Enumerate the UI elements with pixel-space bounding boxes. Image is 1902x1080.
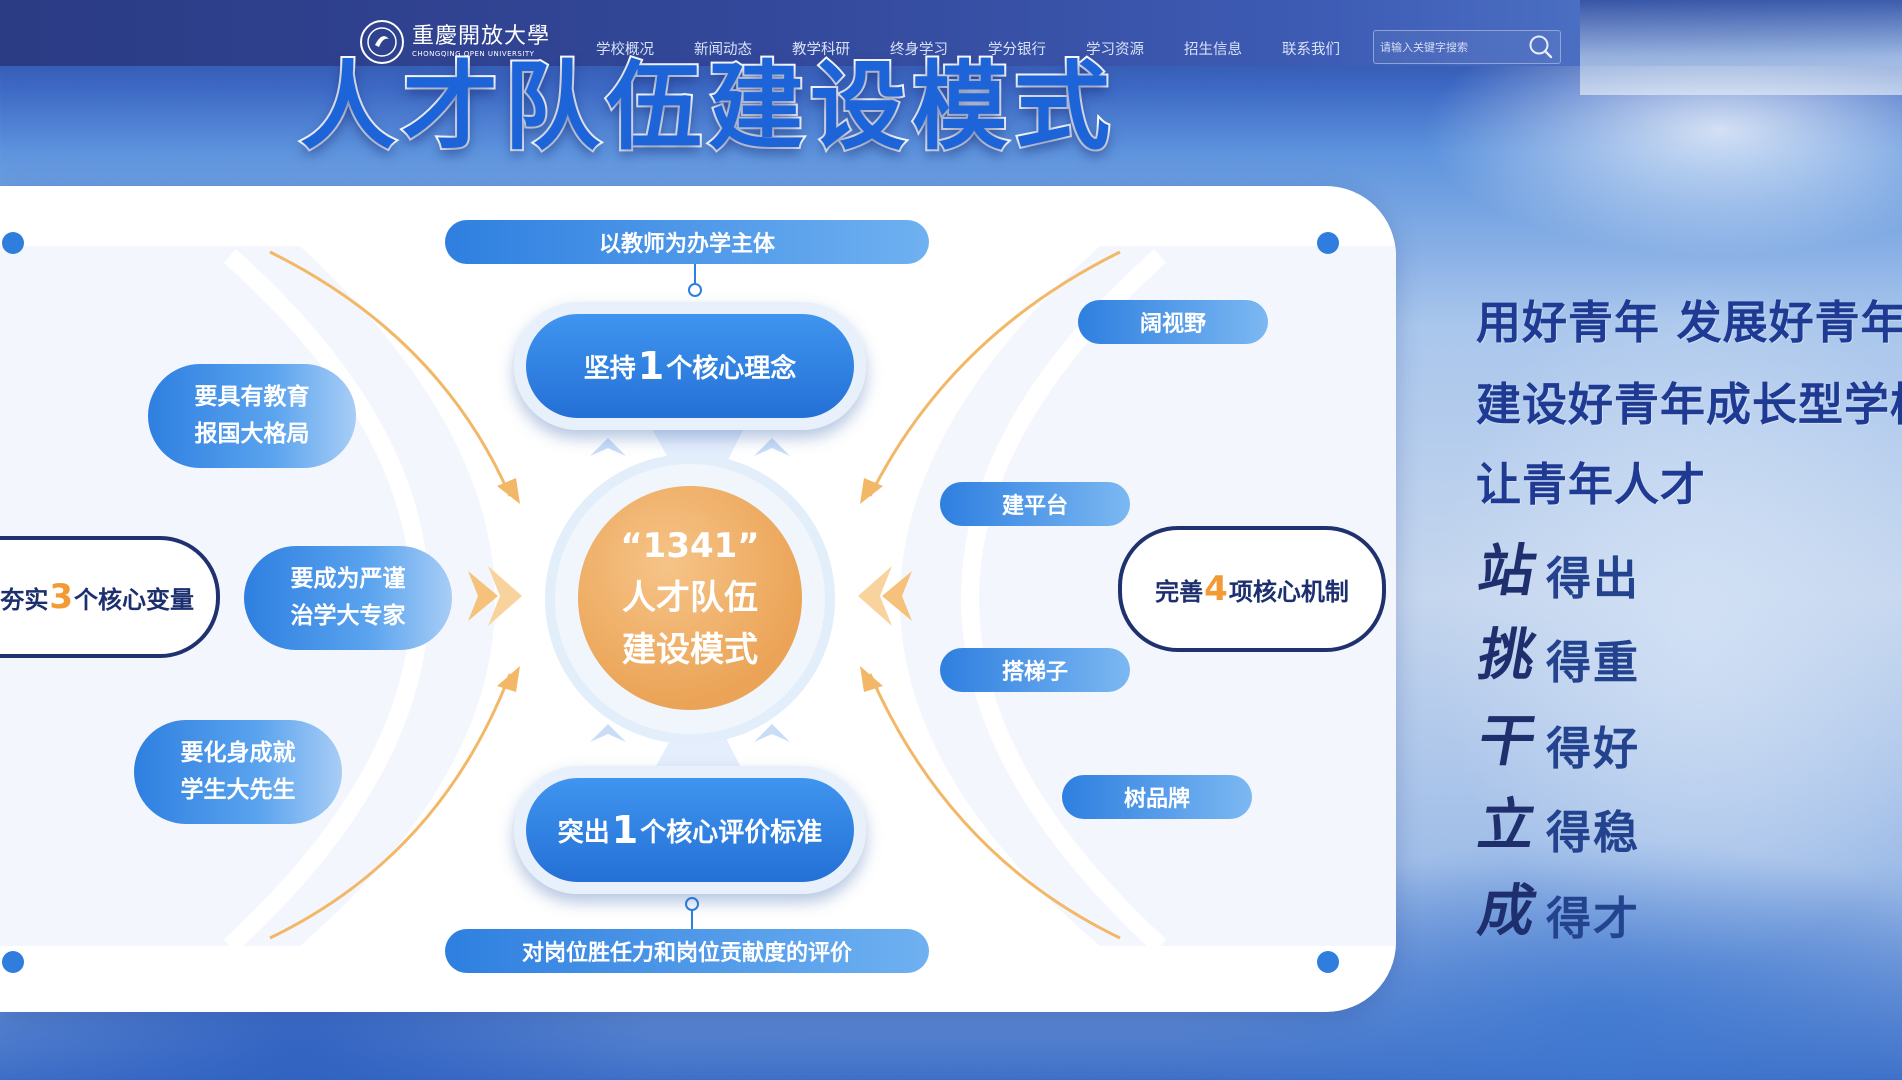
university-logo[interactable]: 重慶開放大學 CHONGQING OPEN UNIVERSITY: [360, 20, 550, 64]
logo-chinese-name: 重慶開放大學: [412, 24, 551, 49]
center-line-2: 人才队伍: [622, 578, 758, 618]
mechanism-item-platform: 建平台: [940, 482, 1130, 526]
core-concept-suffix: 个核心理念: [666, 353, 797, 384]
variable-item-line: 要化身成就: [180, 740, 296, 766]
variable-item-line: 治学大专家: [290, 603, 406, 629]
mechanism-item-brand: 树品牌: [1062, 775, 1252, 819]
mechanism-item-ladder: 搭梯子: [940, 648, 1130, 692]
nav-item-lifelong-learning[interactable]: 终身学习: [890, 42, 948, 58]
variable-item-line: 学生大先生: [180, 777, 296, 803]
core-evaluation-suffix: 个核心评价标准: [640, 817, 823, 848]
motto-line: 站 得出: [1473, 526, 1641, 607]
core-variables-number: 3: [49, 577, 73, 617]
motto-brush-character: 挑: [1473, 622, 1542, 688]
corner-dot: [1317, 232, 1339, 254]
mechanism-item-vision: 阔视野: [1078, 300, 1268, 344]
nav-item-credit-bank[interactable]: 学分银行: [988, 42, 1046, 58]
variable-item-line: 报国大格局: [194, 421, 310, 447]
diagram-card: 以教师为办学主体 坚持 1 个核心理念 “1341” 人才队伍 建设模式 突出 …: [0, 186, 1396, 1012]
nav-item-contact[interactable]: 联系我们: [1282, 42, 1340, 58]
variable-item-expert: 要成为严谨治学大专家: [244, 546, 452, 650]
core-concept-number: 1: [637, 344, 665, 388]
variable-item-line: 要具有教育: [194, 384, 310, 410]
slogan-line-2: 建设好青年成长型学校: [1476, 378, 1902, 431]
nav-item-teaching-research[interactable]: 教学科研: [792, 42, 850, 58]
core-variables-suffix: 个核心变量: [74, 585, 194, 614]
core-evaluation-number: 1: [611, 808, 639, 852]
core-mechanisms-box: 完善 4 项核心机制: [1118, 526, 1386, 652]
motto-brush-character: 成: [1473, 878, 1542, 944]
core-evaluation-pill: 突出 1 个核心评价标准: [514, 766, 866, 894]
motto-text: 得出: [1546, 552, 1641, 605]
bottom-evaluation-pill: 对岗位胜任力和岗位贡献度的评价: [445, 929, 929, 973]
motto-line: 成 得才: [1473, 866, 1641, 947]
top-principle-pill: 以教师为办学主体: [445, 220, 929, 264]
slogan-line-3: 让青年人才: [1476, 458, 1707, 511]
page-title: 人才队伍建设模式: [298, 50, 1116, 164]
nav-item-school-overview[interactable]: 学校概况: [596, 42, 654, 58]
nav-item-news[interactable]: 新闻动态: [694, 42, 752, 58]
motto-brush-character: 立: [1473, 792, 1542, 858]
variable-item-patriotism: 要具有教育报国大格局: [148, 364, 356, 468]
search-icon[interactable]: [1528, 34, 1554, 60]
search-input[interactable]: [1374, 39, 1530, 55]
core-mechanisms-suffix: 项核心机制: [1228, 577, 1349, 606]
search-box: [1373, 30, 1561, 64]
center-line-3: 建设模式: [622, 630, 758, 670]
nav-item-admissions[interactable]: 招生信息: [1184, 42, 1242, 58]
center-model-circle: “1341” 人才队伍 建设模式: [578, 486, 802, 710]
core-mechanisms-prefix: 完善: [1155, 577, 1204, 606]
motto-line: 立 得稳: [1473, 780, 1641, 861]
core-concept-prefix: 坚持: [583, 353, 636, 384]
core-mechanisms-number: 4: [1204, 569, 1228, 609]
logo-english-name: CHONGQING OPEN UNIVERSITY: [412, 50, 535, 58]
university-emblem-icon: [360, 20, 404, 64]
main-navigation: 学校概况 新闻动态 教学科研 终身学习 学分银行 学习资源 招生信息 联系我们: [596, 38, 1380, 59]
slogan-line-1: 用好青年 发展好青年: [1476, 296, 1902, 349]
corner-dot: [1317, 951, 1339, 973]
motto-text: 得好: [1546, 722, 1641, 775]
core-variables-prefix: 夯实: [0, 585, 49, 614]
motto-text: 得重: [1546, 636, 1641, 689]
variable-item-line: 要成为严谨: [290, 566, 406, 592]
motto-brush-character: 干: [1473, 708, 1542, 774]
motto-text: 得稳: [1546, 806, 1641, 859]
top-right-glow: [1580, 0, 1902, 95]
corner-dot: [2, 951, 24, 973]
center-line-1: “1341”: [620, 526, 760, 566]
motto-text: 得才: [1546, 892, 1641, 945]
core-concept-pill: 坚持 1 个核心理念: [514, 302, 866, 430]
motto-line: 挑 得重: [1473, 610, 1641, 691]
core-variables-box: 夯实 3 个核心变量: [0, 536, 220, 658]
core-evaluation-prefix: 突出: [557, 817, 610, 848]
variable-item-mentor: 要化身成就学生大先生: [134, 720, 342, 824]
corner-dot: [2, 232, 24, 254]
nav-item-learning-resources[interactable]: 学习资源: [1086, 42, 1144, 58]
motto-line: 干 得好: [1473, 696, 1641, 777]
motto-brush-character: 站: [1473, 538, 1542, 604]
